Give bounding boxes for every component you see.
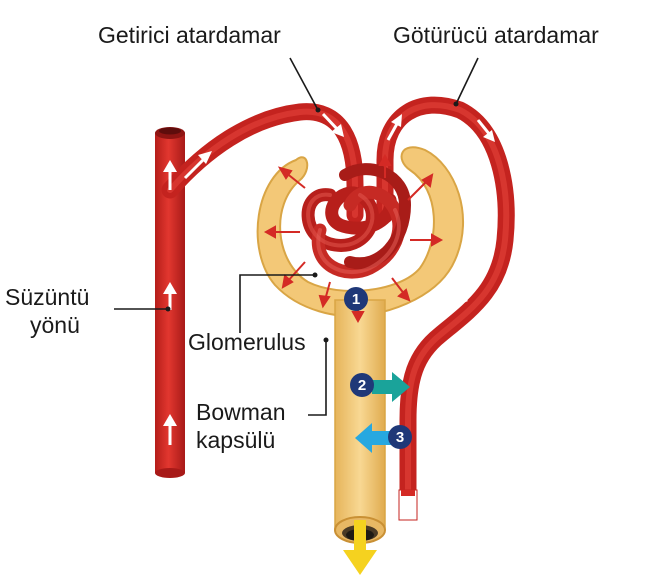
label-efferent-arteriole: Götürücü atardamar bbox=[393, 22, 599, 48]
label-bowman-1: Bowman bbox=[196, 399, 285, 425]
bowman-capsule bbox=[256, 146, 464, 318]
marker-3: 3 bbox=[388, 425, 412, 449]
marker-1: 1 bbox=[344, 287, 368, 311]
label-glomerulus: Glomerulus bbox=[188, 329, 306, 355]
svg-text:1: 1 bbox=[352, 291, 360, 308]
svg-text:2: 2 bbox=[358, 377, 366, 394]
tubule bbox=[334, 299, 386, 544]
label-filtrate-direction-2: yönü bbox=[30, 312, 80, 338]
outflow-arrow-icon bbox=[343, 520, 377, 575]
marker-3-arrow-icon bbox=[355, 423, 392, 453]
svg-text:3: 3 bbox=[396, 429, 404, 446]
marker-2-arrow-icon bbox=[372, 372, 410, 402]
filtration-arrow-icon bbox=[263, 153, 444, 324]
leader-lines bbox=[114, 57, 479, 416]
label-bowman-2: kapsülü bbox=[196, 427, 275, 453]
label-filtrate-direction-1: Süzüntü bbox=[5, 284, 89, 310]
flow-arrow-icon bbox=[163, 112, 495, 445]
marker-2: 2 bbox=[350, 373, 374, 397]
glomerulus bbox=[301, 163, 412, 279]
label-afferent-arteriole: Getirici atardamar bbox=[98, 22, 281, 48]
